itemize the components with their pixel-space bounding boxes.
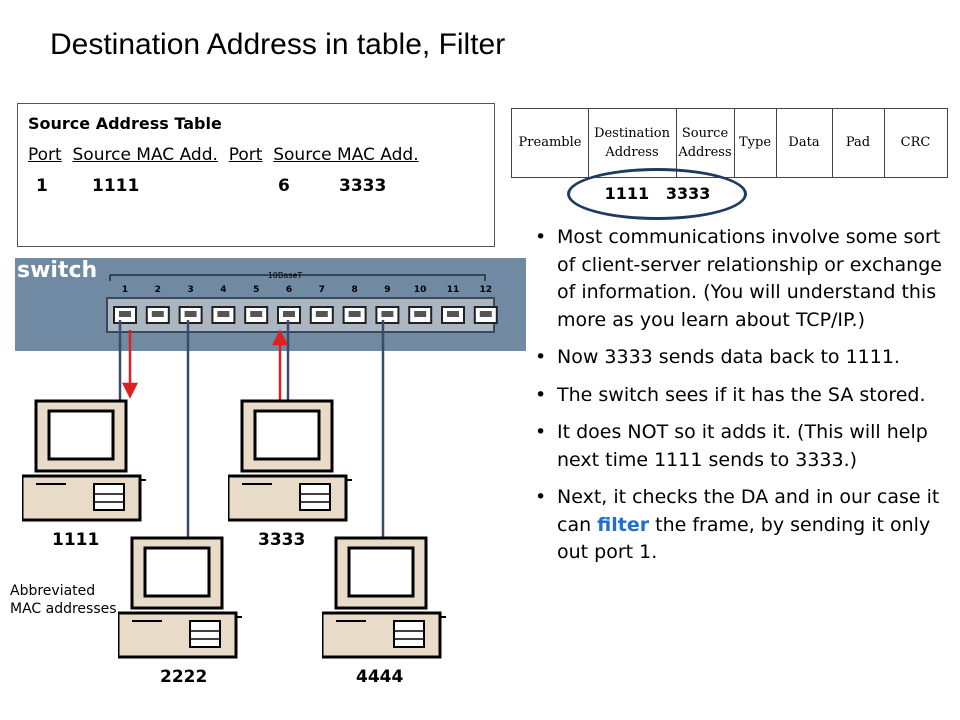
host-label-2222: 2222 [160, 667, 208, 687]
port-number-7: 7 [319, 285, 325, 295]
bullet-2: Now 3333 sends data back to 1111. [535, 344, 955, 372]
port-number-1: 1 [122, 285, 128, 295]
port-number-4: 4 [220, 285, 226, 295]
computer-icon [116, 536, 242, 659]
port-number-2: 2 [155, 285, 161, 295]
frame-crc: CRC [900, 135, 931, 151]
source-address-table: Source Address Table Port Source MAC Add… [17, 103, 495, 247]
port-socket-7 [315, 311, 328, 317]
row2-mac: 3333 [339, 176, 387, 196]
computer-icon [226, 399, 352, 522]
bullet-3: The switch sees if it has the SA stored. [535, 382, 955, 410]
frame-addresses: 1111 3333 [604, 184, 711, 203]
address-highlight-oval [567, 168, 747, 220]
host-label-3333: 3333 [258, 530, 306, 550]
ethernet-frame: Preamble Destination Address Source Addr… [511, 108, 948, 178]
frame-preamble: Preamble [512, 109, 589, 177]
switch-label: switch [17, 258, 98, 283]
frame-source-address: Source Address [676, 109, 735, 177]
port-socket-12 [479, 311, 492, 317]
col-port-2: Port [228, 145, 263, 165]
host-label-4444: 4444 [356, 667, 404, 687]
row1-port: 1 [36, 176, 48, 196]
port-socket-3 [184, 311, 197, 317]
port-socket-6 [283, 311, 295, 317]
computer-icon [320, 536, 446, 659]
arrow-to-1111-head [121, 382, 139, 399]
port-number-12: 12 [480, 285, 493, 295]
port-number-3: 3 [187, 285, 193, 295]
arrow-from-3333-head [271, 329, 289, 346]
port-number-8: 8 [351, 285, 357, 295]
col-mac-2: Source MAC Add. [273, 145, 419, 165]
table-column-headers: Port Source MAC Add. Port Source MAC Add… [28, 145, 419, 165]
port-socket-5 [250, 311, 263, 317]
slide-title: Destination Address in table, Filter [50, 28, 506, 61]
mac-note: Abbreviated MAC addresses [10, 583, 117, 617]
frame-dest-address: Destination Address [588, 109, 677, 177]
port-socket-2 [151, 311, 164, 317]
bullet-5: Next, it checks the DA and in our case i… [535, 484, 955, 567]
col-port: Port [28, 145, 62, 165]
bullet-4: It does NOT so it adds it. (This will he… [535, 419, 955, 474]
row2-port: 6 [278, 176, 290, 196]
port-number-6: 6 [286, 285, 292, 295]
computer-4444 [320, 535, 452, 664]
frame-type: Type [734, 109, 777, 177]
port-number-11: 11 [447, 285, 460, 295]
col-mac: Source MAC Add. [72, 145, 218, 165]
switch-model-label: 10BaseT [268, 271, 303, 280]
table-heading: Source Address Table [28, 114, 222, 133]
computer-2222 [116, 535, 248, 664]
port-socket-4 [217, 311, 230, 317]
host-label-1111: 1111 [52, 530, 100, 550]
port-socket-1 [119, 311, 131, 317]
port-socket-10 [414, 311, 427, 317]
port-socket-11 [447, 311, 459, 317]
port-number-10: 10 [414, 285, 427, 295]
computer-icon [20, 399, 146, 522]
computer-3333 [226, 398, 358, 527]
filter-keyword: filter [597, 513, 650, 536]
bullet-list: Most communications involve some sort of… [535, 224, 955, 577]
port-socket-9 [381, 311, 394, 317]
computer-1111 [20, 398, 152, 527]
port-number-5: 5 [253, 285, 259, 295]
frame-pad: Pad [832, 109, 885, 177]
bullet-1: Most communications involve some sort of… [535, 224, 955, 334]
frame-data: Data [776, 109, 833, 177]
port-number-9: 9 [384, 285, 390, 295]
row1-mac: 1111 [92, 176, 140, 196]
port-socket-8 [348, 311, 361, 317]
